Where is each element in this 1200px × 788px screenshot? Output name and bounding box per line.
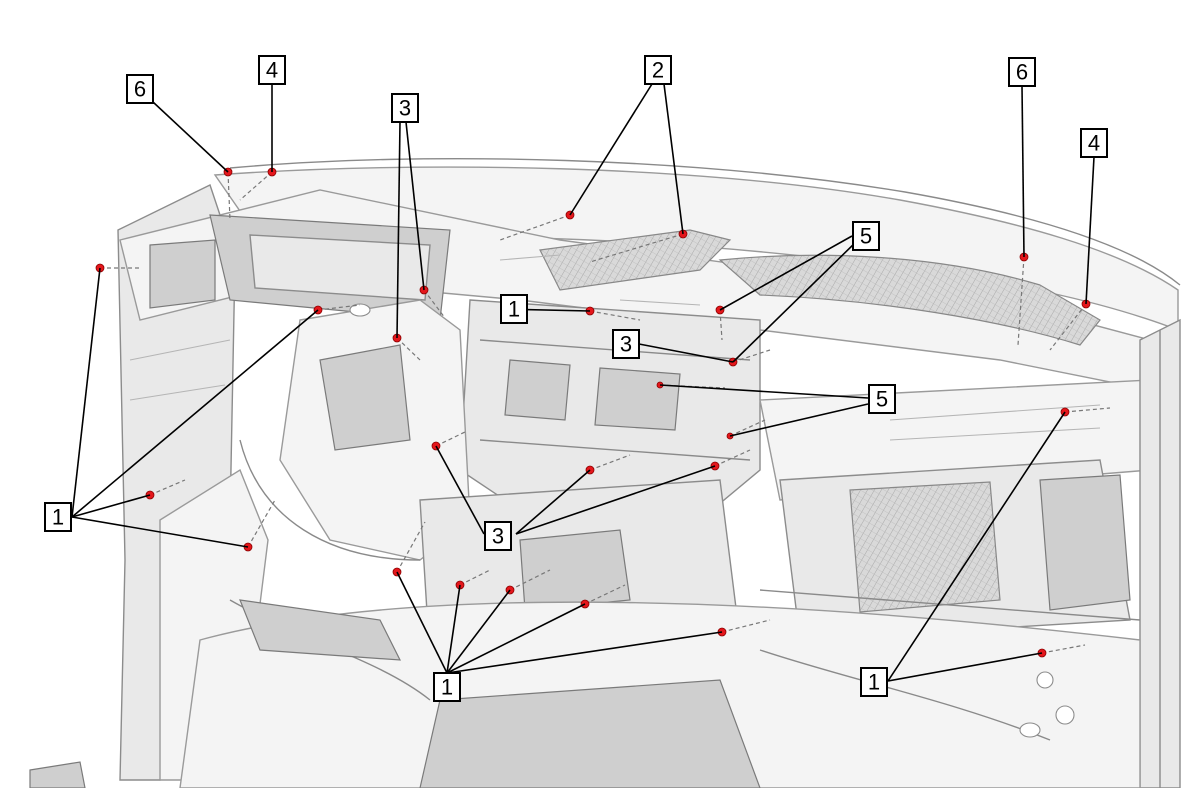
mount-hole bbox=[349, 303, 371, 317]
svg-text:6: 6 bbox=[134, 77, 146, 102]
callout-6-right: 6 bbox=[1008, 57, 1036, 87]
callout-5-lower: 5 bbox=[868, 384, 896, 414]
callout-1-bottom: 1 bbox=[433, 672, 461, 702]
svg-text:6: 6 bbox=[1016, 60, 1028, 85]
svg-text:1: 1 bbox=[441, 675, 453, 700]
lower-left-bracket bbox=[29, 761, 86, 788]
center-duct bbox=[539, 229, 732, 291]
callout-3-center: 3 bbox=[612, 329, 640, 359]
steering-bracket-arc bbox=[239, 439, 421, 561]
center-vent-right bbox=[594, 367, 681, 431]
svg-text:5: 5 bbox=[860, 224, 872, 249]
callout-6-left: 6 bbox=[126, 74, 154, 104]
callout-4-left: 4 bbox=[258, 55, 286, 85]
panel-detail-lines bbox=[129, 254, 1101, 441]
svg-text:4: 4 bbox=[1088, 131, 1100, 156]
right-duct bbox=[718, 254, 1101, 346]
svg-text:1: 1 bbox=[868, 670, 880, 695]
callout-1-center: 1 bbox=[500, 294, 528, 324]
svg-text:3: 3 bbox=[620, 332, 632, 357]
svg-text:5: 5 bbox=[876, 387, 888, 412]
right-lower-mesh bbox=[849, 481, 1001, 613]
center-vent-left bbox=[504, 359, 571, 421]
svg-text:1: 1 bbox=[52, 505, 64, 530]
windshield-edge bbox=[229, 157, 1181, 286]
floor-tunnel bbox=[419, 679, 761, 788]
mount-hole bbox=[1055, 705, 1075, 725]
callout-2: 2 bbox=[644, 55, 672, 85]
cross-bar-lower bbox=[759, 589, 1141, 621]
fastener-axes bbox=[100, 171, 1111, 654]
svg-text:3: 3 bbox=[399, 96, 411, 121]
svg-text:3: 3 bbox=[492, 524, 504, 549]
steering-column-mount bbox=[319, 344, 411, 451]
callout-3-top: 3 bbox=[391, 93, 419, 123]
leader-lines bbox=[71, 83, 1095, 682]
callouts: 6 4 3 2 6 4 5 1 bbox=[44, 55, 1108, 702]
callout-1-right: 1 bbox=[860, 667, 888, 697]
mount-hole bbox=[1036, 671, 1054, 689]
left-duct-opening bbox=[249, 234, 431, 301]
dashboard-structure bbox=[29, 157, 1181, 788]
svg-text:4: 4 bbox=[266, 58, 278, 83]
lower-center-recess bbox=[519, 529, 631, 611]
lower-left-brace bbox=[239, 599, 402, 661]
callout-5-upper: 5 bbox=[852, 221, 880, 251]
left-vent-cell bbox=[149, 239, 216, 309]
callout-1-left: 1 bbox=[44, 502, 72, 532]
hvac-blower-housing bbox=[1039, 474, 1131, 611]
mount-hole bbox=[1019, 722, 1041, 738]
callout-3-lower: 3 bbox=[484, 521, 512, 551]
svg-text:1: 1 bbox=[508, 297, 520, 322]
callout-4-right: 4 bbox=[1080, 128, 1108, 158]
svg-text:2: 2 bbox=[652, 58, 664, 83]
